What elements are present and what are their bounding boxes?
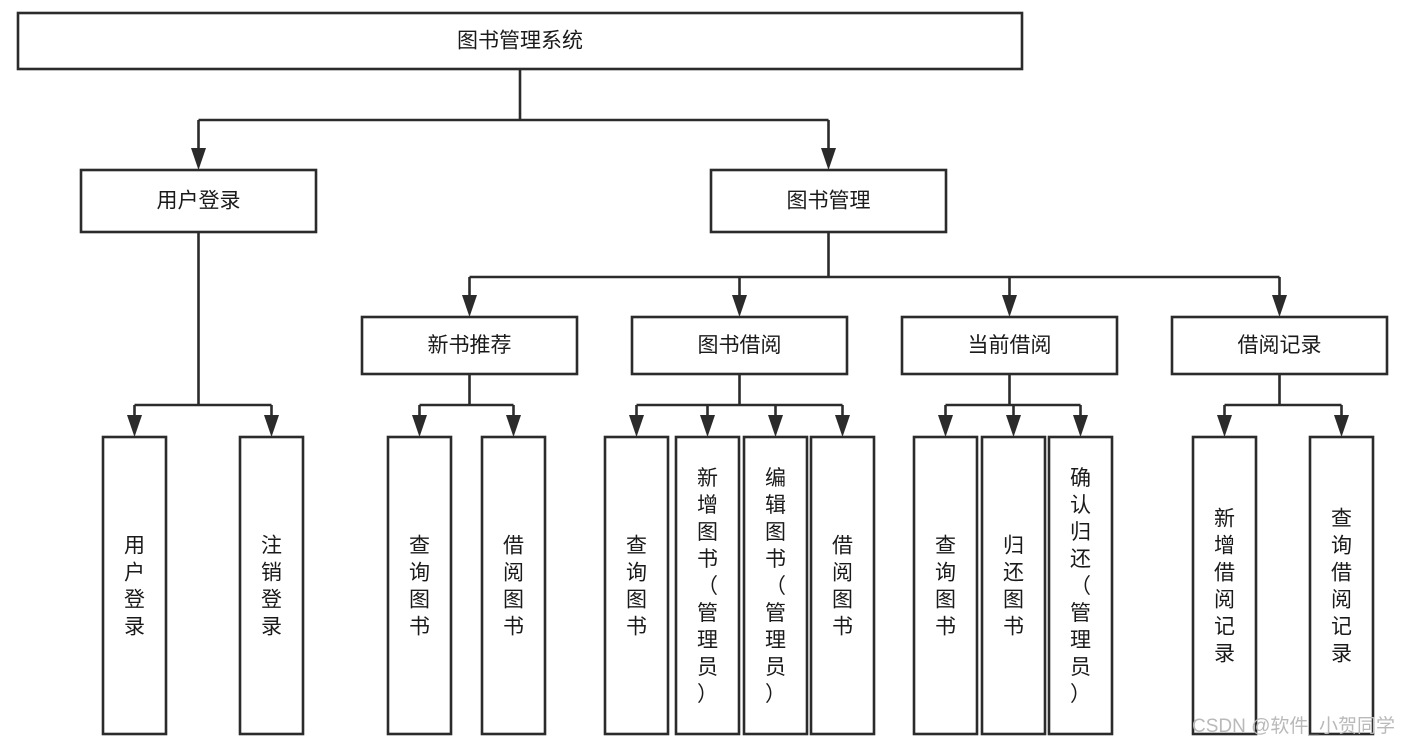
node-box-leaf-add-record <box>1191 435 1258 736</box>
node-label-leaf-query-book-current: 查询图书 <box>935 535 956 639</box>
node-label-leaf-borrow-book-rec: 借阅图书 <box>503 535 524 639</box>
node-box-leaf-logout <box>238 435 305 736</box>
node-label-borrow-record: 借阅记录 <box>1238 334 1322 357</box>
node-label-leaf-borrow-book: 借阅图书 <box>832 535 853 639</box>
node-leaf-query-book-current[interactable]: 查询图书 <box>912 435 979 736</box>
node-box-leaf-query-record <box>1308 435 1375 736</box>
connector-group-book-borrow <box>629 374 850 437</box>
node-book-manage[interactable]: 图书管理 <box>709 168 948 234</box>
node-label-new-book-rec: 新书推荐 <box>428 334 512 357</box>
node-box-user-login <box>79 168 318 234</box>
node-box-borrow-record <box>1170 315 1389 376</box>
node-label-book-manage: 图书管理 <box>787 190 871 213</box>
node-book-borrow[interactable]: 图书借阅 <box>630 315 849 376</box>
node-leaf-edit-book[interactable]: 编辑图书（管理员） <box>742 435 809 736</box>
node-label-leaf-logout: 注销登录 <box>261 535 282 639</box>
connector-group-book-manage <box>462 232 1287 317</box>
node-label-root: 图书管理系统 <box>457 30 583 53</box>
node-borrow-record[interactable]: 借阅记录 <box>1170 315 1389 376</box>
node-leaf-add-book[interactable]: 新增图书（管理员） <box>674 435 741 736</box>
node-box-leaf-edit-book <box>742 435 809 736</box>
node-leaf-add-record[interactable]: 新增借阅记录 <box>1191 435 1258 736</box>
watermark-label: CSDN @软件_小贺同学 <box>1192 715 1395 737</box>
node-leaf-query-record[interactable]: 查询借阅记录 <box>1308 435 1375 736</box>
node-label-leaf-user-login: 用户登录 <box>124 535 145 639</box>
node-label-leaf-return-book: 归还图书 <box>1003 535 1024 639</box>
node-box-leaf-return-book <box>980 435 1047 736</box>
connector-group-current-borrow <box>938 374 1088 437</box>
node-box-leaf-query-book-current <box>912 435 979 736</box>
node-box-leaf-add-book <box>674 435 741 736</box>
node-label-leaf-query-record: 查询借阅记录 <box>1331 508 1352 666</box>
node-label-book-borrow: 图书借阅 <box>698 334 782 357</box>
node-box-leaf-user-login <box>101 435 168 736</box>
node-label-leaf-add-book: 新增图书（管理员） <box>697 467 718 706</box>
node-current-borrow[interactable]: 当前借阅 <box>900 315 1119 376</box>
node-box-leaf-query-book-rec <box>386 435 453 736</box>
node-box-leaf-query-book-borrow <box>603 435 670 736</box>
node-new-book-rec[interactable]: 新书推荐 <box>360 315 579 376</box>
node-leaf-confirm-return[interactable]: 确认归还（管理员） <box>1047 435 1114 736</box>
connector-layer <box>127 69 1349 437</box>
node-box-current-borrow <box>900 315 1119 376</box>
node-box-leaf-borrow-book-rec <box>480 435 547 736</box>
node-user-login[interactable]: 用户登录 <box>79 168 318 234</box>
node-label-leaf-query-book-borrow: 查询图书 <box>626 535 647 639</box>
node-root[interactable]: 图书管理系统 <box>16 11 1024 71</box>
node-label-user-login: 用户登录 <box>157 190 241 213</box>
node-label-leaf-edit-book: 编辑图书（管理员） <box>765 467 786 706</box>
node-box-new-book-rec <box>360 315 579 376</box>
node-layer: 图书管理系统用户登录图书管理新书推荐图书借阅当前借阅借阅记录用户登录注销登录查询… <box>16 11 1389 736</box>
node-box-leaf-borrow-book <box>809 435 876 736</box>
node-box-book-borrow <box>630 315 849 376</box>
node-leaf-borrow-book-rec[interactable]: 借阅图书 <box>480 435 547 736</box>
node-leaf-query-book-rec[interactable]: 查询图书 <box>386 435 453 736</box>
node-box-book-manage <box>709 168 948 234</box>
node-leaf-return-book[interactable]: 归还图书 <box>980 435 1047 736</box>
node-label-leaf-confirm-return: 确认归还（管理员） <box>1070 467 1091 706</box>
node-label-leaf-add-record: 新增借阅记录 <box>1214 508 1235 666</box>
connector-group-new-book-rec <box>412 374 521 437</box>
connector-group-root <box>191 69 836 170</box>
connector-group-user-login <box>127 232 279 437</box>
node-leaf-query-book-borrow[interactable]: 查询图书 <box>603 435 670 736</box>
node-box-leaf-confirm-return <box>1047 435 1114 736</box>
node-leaf-logout[interactable]: 注销登录 <box>238 435 305 736</box>
node-leaf-user-login[interactable]: 用户登录 <box>101 435 168 736</box>
node-leaf-borrow-book[interactable]: 借阅图书 <box>809 435 876 736</box>
node-box-root <box>16 11 1024 71</box>
node-label-current-borrow: 当前借阅 <box>968 334 1052 357</box>
node-label-leaf-query-book-rec: 查询图书 <box>409 535 430 639</box>
connector-group-borrow-record <box>1217 374 1349 437</box>
